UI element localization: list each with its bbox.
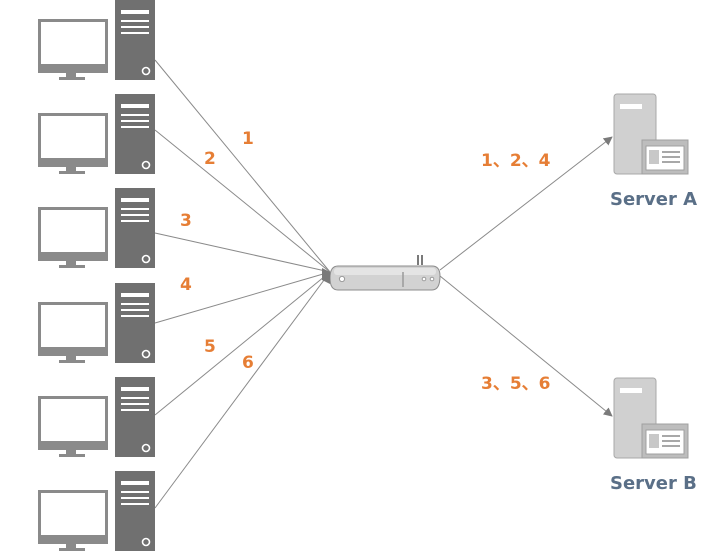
connection-line-6 — [154, 271, 331, 509]
monitor-neck — [66, 450, 76, 454]
client-connections — [154, 59, 331, 509]
router-led-1 — [421, 276, 427, 282]
connection-label-5: 5 — [204, 337, 216, 357]
connection-line-4 — [154, 271, 331, 324]
monitor-screen — [41, 493, 105, 535]
monitor-neck — [66, 167, 76, 171]
server-connections — [439, 136, 613, 417]
tower-slot-4 — [121, 126, 149, 128]
monitor-neck — [66, 261, 76, 265]
tower-slot-2 — [121, 397, 149, 399]
monitor-base — [59, 548, 85, 551]
monitor-base — [59, 454, 85, 457]
monitor-base — [59, 360, 85, 363]
router-led-left — [338, 275, 346, 283]
tower-slot-4 — [121, 503, 149, 505]
tower-slot-1 — [121, 104, 149, 108]
router-antenna-1 — [417, 255, 419, 265]
tower-power-button — [141, 160, 151, 170]
tower-slot-3 — [121, 120, 149, 122]
server-window-box — [649, 150, 659, 164]
router-input-flare — [322, 268, 330, 284]
server-window-line-3 — [662, 161, 680, 163]
connection-label-1: 1 — [242, 129, 254, 149]
tower-slot-2 — [121, 491, 149, 493]
connection-to-server-b — [439, 275, 613, 417]
route-label-server-a: 1、2、4 — [481, 151, 551, 171]
client-workstation-2 — [38, 94, 155, 174]
server-window-line-2 — [662, 440, 680, 442]
tower-slot-3 — [121, 309, 149, 311]
client-workstation-5 — [38, 377, 155, 457]
monitor-base — [59, 171, 85, 174]
client-workstation-3 — [38, 188, 155, 268]
route-label-server-b: 3、5、6 — [481, 374, 551, 394]
server-b-label: Server B — [610, 473, 697, 494]
tower-slot-2 — [121, 208, 149, 210]
server-slot — [620, 388, 642, 393]
monitor-neck — [66, 544, 76, 548]
client-workstations — [38, 0, 155, 551]
monitor-screen — [41, 399, 105, 441]
tower-slot-4 — [121, 315, 149, 317]
router-antenna-2 — [421, 255, 423, 265]
tower-slot-1 — [121, 293, 149, 297]
tower-power-button — [141, 254, 151, 264]
server-window-line-2 — [662, 156, 680, 158]
tower-slot-1 — [121, 481, 149, 485]
connection-line-1 — [154, 59, 331, 273]
tower-slot-3 — [121, 26, 149, 28]
client-workstation-1 — [38, 0, 155, 80]
connection-line-5 — [154, 271, 331, 416]
tower-slot-3 — [121, 214, 149, 216]
connection-to-server-a — [439, 136, 613, 271]
connection-label-2: 2 — [204, 149, 216, 169]
connection-line-2 — [154, 129, 331, 273]
router-led-2 — [429, 276, 435, 282]
tower-slot-4 — [121, 220, 149, 222]
tower-power-button — [141, 66, 151, 76]
connection-label-4: 4 — [180, 275, 192, 295]
connection-line-3 — [154, 232, 331, 273]
tower-slot-1 — [121, 387, 149, 391]
monitor-base — [59, 77, 85, 80]
server-slot — [620, 104, 642, 109]
connection-label-3: 3 — [180, 211, 192, 231]
server-a-icon — [613, 93, 689, 175]
monitor-screen — [41, 116, 105, 158]
server-b-icon — [613, 377, 689, 459]
router-icon — [322, 255, 441, 291]
tower-slot-2 — [121, 20, 149, 22]
monitor-base — [59, 265, 85, 268]
tower-slot-1 — [121, 198, 149, 202]
tower-power-button — [141, 443, 151, 453]
router-top-shade — [334, 268, 436, 275]
monitor-screen — [41, 210, 105, 252]
tower-slot-3 — [121, 403, 149, 405]
tower-slot-2 — [121, 114, 149, 116]
monitor-neck — [66, 356, 76, 360]
tower-slot-4 — [121, 32, 149, 34]
server-window-line-3 — [662, 445, 680, 447]
client-workstation-4 — [38, 283, 155, 363]
tower-power-button — [141, 537, 151, 547]
server-window-line-1 — [662, 435, 680, 437]
tower-slot-3 — [121, 497, 149, 499]
connection-label-6: 6 — [242, 353, 254, 373]
server-window-box — [649, 434, 659, 448]
monitor-screen — [41, 305, 105, 347]
tower-slot-4 — [121, 409, 149, 411]
monitor-screen — [41, 22, 105, 64]
tower-power-button — [141, 349, 151, 359]
server-window-line-1 — [662, 151, 680, 153]
monitor-neck — [66, 73, 76, 77]
tower-slot-2 — [121, 303, 149, 305]
client-workstation-6 — [38, 471, 155, 551]
server-a-label: Server A — [610, 189, 697, 210]
tower-slot-1 — [121, 10, 149, 14]
